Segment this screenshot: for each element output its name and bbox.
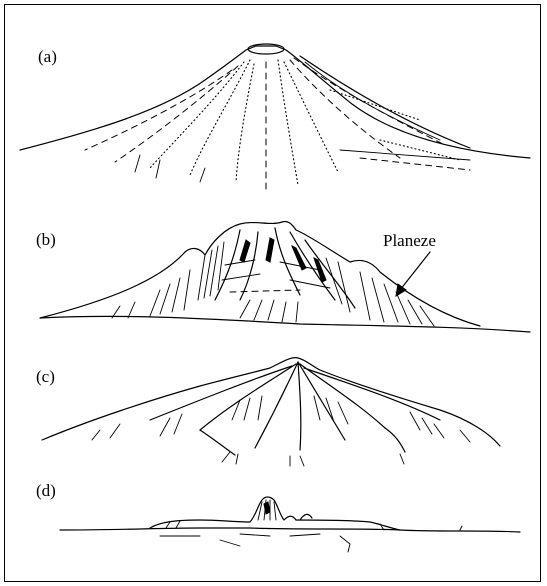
panel-b-ground: [40, 316, 530, 332]
panel-c-eroded-volcano: (c): [36, 358, 500, 466]
panel-d-label: (d): [36, 481, 56, 500]
panel-b-hatching-left: [150, 242, 224, 316]
panel-d-knob: [300, 514, 312, 520]
panel-a-drainage-right: [278, 56, 470, 185]
panel-a-label: (a): [38, 47, 57, 66]
planeze-arrow-shaft: [400, 252, 430, 290]
panel-d-neck: [250, 497, 296, 522]
panel-d-ground-detail: [160, 521, 462, 552]
panel-a-young-volcano: (a): [20, 44, 530, 190]
panel-d-mesa-left: [150, 520, 250, 528]
panel-b-label: (b): [36, 230, 56, 249]
panel-d-volcanic-neck: (d): [36, 481, 520, 552]
planeze-label: Planeze: [383, 231, 436, 250]
panel-b-dissected-volcano: (b): [36, 221, 530, 332]
panel-c-hatching: [92, 396, 470, 442]
panel-a-drainage-left: [85, 60, 254, 182]
panel-c-label: (c): [36, 367, 55, 386]
panel-c-ribs: [150, 362, 440, 455]
panel-c-base-ticks: [222, 452, 404, 466]
panel-d-plain: [60, 528, 520, 532]
planeze-arrow-head: [396, 284, 406, 296]
panel-b-gullies: [215, 228, 355, 308]
